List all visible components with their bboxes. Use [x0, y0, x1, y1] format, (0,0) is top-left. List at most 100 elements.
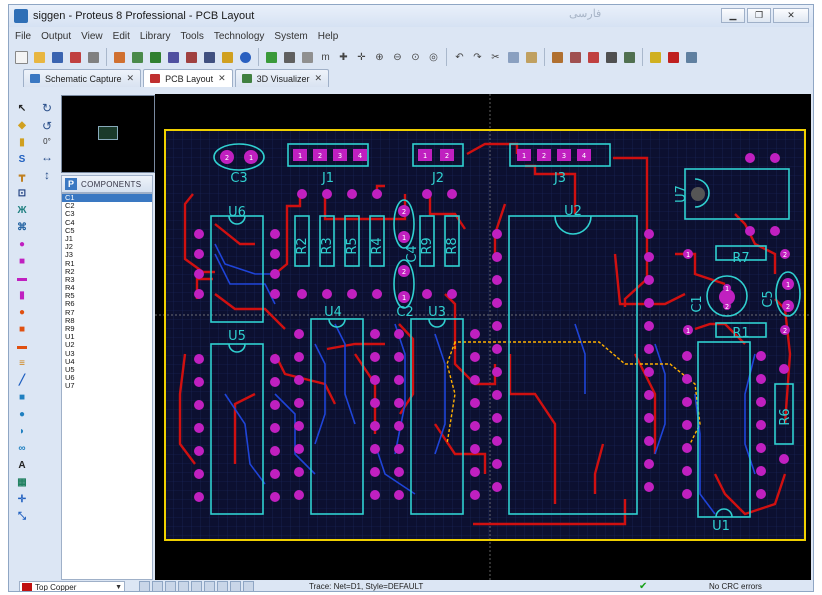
home-icon[interactable] — [111, 49, 128, 66]
list-item[interactable]: C2 — [65, 201, 75, 211]
export-icon[interactable] — [85, 49, 102, 66]
tab-3d-visualizer[interactable]: 3D Visualizer ✕ — [234, 69, 330, 87]
origin-icon[interactable]: ✚ — [339, 51, 348, 63]
block-rotate-icon[interactable] — [585, 49, 602, 66]
layer-tool-icon[interactable] — [204, 581, 215, 591]
autorouter-icon[interactable] — [665, 49, 682, 66]
text-tool-icon[interactable]: A — [18, 459, 26, 471]
via-mode-icon[interactable]: ┳ — [18, 170, 26, 182]
layer-tool-icon[interactable] — [230, 581, 241, 591]
layer-tool-icon[interactable] — [139, 581, 150, 591]
list-item[interactable]: U5 — [65, 364, 75, 374]
dimension-tool-icon[interactable]: ⤡ — [18, 510, 26, 522]
redo-icon[interactable]: ↷ — [473, 51, 482, 63]
list-item[interactable]: R1 — [65, 258, 75, 268]
text-icon[interactable] — [281, 49, 298, 66]
menu-edit[interactable]: Edit — [112, 31, 130, 42]
pick-parts-icon[interactable] — [621, 49, 638, 66]
list-item[interactable]: R9 — [65, 324, 75, 333]
pick-devices-button[interactable]: P — [65, 178, 77, 190]
pcb-board[interactable]: 1 2 3 4 1 2 1 2 3 4 2 1 1 2 1 2 1 2 1 2 — [155, 94, 811, 580]
list-item[interactable]: J3 — [65, 250, 73, 260]
layer-tool-icon[interactable] — [165, 581, 176, 591]
layer-tool-icon[interactable] — [152, 581, 163, 591]
tab-pcb-layout[interactable]: PCB Layout ✕ — [143, 69, 233, 87]
list-item[interactable]: R6 — [65, 299, 75, 309]
menu-tools[interactable]: Tools — [180, 31, 204, 42]
list-item[interactable]: C4 — [65, 217, 75, 227]
cut-icon[interactable]: ✂ — [491, 51, 500, 63]
zoom-in-icon[interactable]: ⊕ — [375, 51, 384, 63]
refresh-icon[interactable] — [263, 49, 280, 66]
smt-pad-icon[interactable]: ● — [18, 306, 26, 318]
list-item[interactable]: R7 — [65, 307, 75, 317]
metric-icon[interactable]: m — [321, 51, 330, 63]
zone-mode-icon[interactable]: ⊡ — [17, 187, 27, 199]
padstack-icon[interactable]: ≡ — [19, 357, 25, 369]
chevron-down-icon[interactable]: ▼ — [115, 583, 122, 591]
close-tab-icon[interactable]: ✕ — [126, 73, 135, 83]
list-item[interactable]: C3 — [65, 209, 75, 219]
menu-output[interactable]: Output — [41, 31, 72, 42]
import-icon[interactable] — [67, 49, 84, 66]
open-folder-icon[interactable] — [31, 49, 48, 66]
grid-icon[interactable] — [299, 49, 316, 66]
layer-stack-icon[interactable] — [683, 49, 700, 66]
menu-file[interactable]: File — [15, 31, 32, 42]
block-copy-icon[interactable] — [549, 49, 566, 66]
list-item[interactable]: R5 — [65, 291, 75, 301]
paste-icon[interactable] — [523, 49, 540, 66]
save-icon[interactable] — [49, 49, 66, 66]
close-button[interactable]: ✕ — [773, 8, 809, 23]
edge-pad-icon[interactable]: ▮ — [19, 289, 25, 301]
rotate-anticlockwise-icon[interactable]: ↺ — [41, 119, 53, 133]
design-explorer-icon[interactable] — [219, 49, 236, 66]
menu-help[interactable]: Help — [317, 31, 339, 42]
bom-icon[interactable] — [201, 49, 218, 66]
zoom-all-icon[interactable]: ⊙ — [411, 51, 420, 63]
gerber-icon[interactable] — [183, 49, 200, 66]
circle-tool-icon[interactable]: ● — [18, 408, 26, 420]
flip-vertical-icon[interactable]: ↕ — [44, 168, 50, 182]
menu-system[interactable]: System — [274, 31, 308, 42]
3d-view-icon[interactable] — [165, 49, 182, 66]
layer-selector[interactable]: Top Copper ▼ — [19, 581, 125, 591]
layer-tool-icon[interactable] — [217, 581, 228, 591]
schematic-icon[interactable] — [129, 49, 146, 66]
close-tab-icon[interactable]: ✕ — [314, 73, 323, 83]
pcb-editing-canvas[interactable]: 1 2 3 4 1 2 1 2 3 4 2 1 1 2 1 2 1 2 1 2 — [155, 94, 811, 580]
rotate-clockwise-icon[interactable]: ↻ — [41, 101, 53, 115]
zoom-out-icon[interactable]: ⊖ — [393, 51, 402, 63]
design-rule-icon[interactable] — [647, 49, 664, 66]
path-tool-icon[interactable]: ∞ — [18, 442, 26, 454]
list-item[interactable]: U7 — [65, 381, 75, 391]
minimize-button[interactable]: ▁ — [721, 8, 745, 23]
undo-icon[interactable]: ↶ — [455, 51, 464, 63]
rotation-angle[interactable]: 0° — [43, 137, 51, 146]
symbol-tool-icon[interactable]: ▦ — [17, 476, 27, 488]
list-item[interactable]: R3 — [65, 274, 75, 284]
component-mode-icon[interactable]: ◆ — [18, 119, 26, 131]
package-mode-icon[interactable]: ▮ — [19, 136, 25, 148]
list-item[interactable]: U3 — [65, 348, 75, 358]
help-icon[interactable] — [237, 49, 254, 66]
list-item[interactable]: U1 — [65, 332, 75, 342]
list-item[interactable]: C1 — [62, 193, 152, 203]
connectivity-mode-icon[interactable]: ⌘ — [17, 221, 27, 233]
copy-icon[interactable] — [505, 49, 522, 66]
list-item[interactable]: R4 — [65, 283, 75, 293]
new-file-icon[interactable] — [13, 49, 30, 66]
crosshair-icon[interactable]: ✛ — [357, 51, 366, 63]
list-item[interactable]: U6 — [65, 373, 75, 383]
list-item[interactable]: R2 — [65, 266, 75, 276]
layer-tool-icon[interactable] — [178, 581, 189, 591]
ratsnest-mode-icon[interactable]: Ж — [17, 204, 27, 216]
maximize-button[interactable]: ❐ — [747, 8, 771, 23]
connector-pads[interactable] — [220, 149, 794, 312]
line-tool-icon[interactable]: ╱ — [18, 374, 26, 386]
dil-pad-icon[interactable]: ▬ — [17, 272, 27, 284]
polygon-pad-icon[interactable]: ▬ — [17, 340, 27, 352]
list-item[interactable]: J2 — [65, 242, 73, 252]
arc-tool-icon[interactable]: ◗ — [18, 425, 26, 437]
component-pads[interactable] — [194, 153, 790, 502]
